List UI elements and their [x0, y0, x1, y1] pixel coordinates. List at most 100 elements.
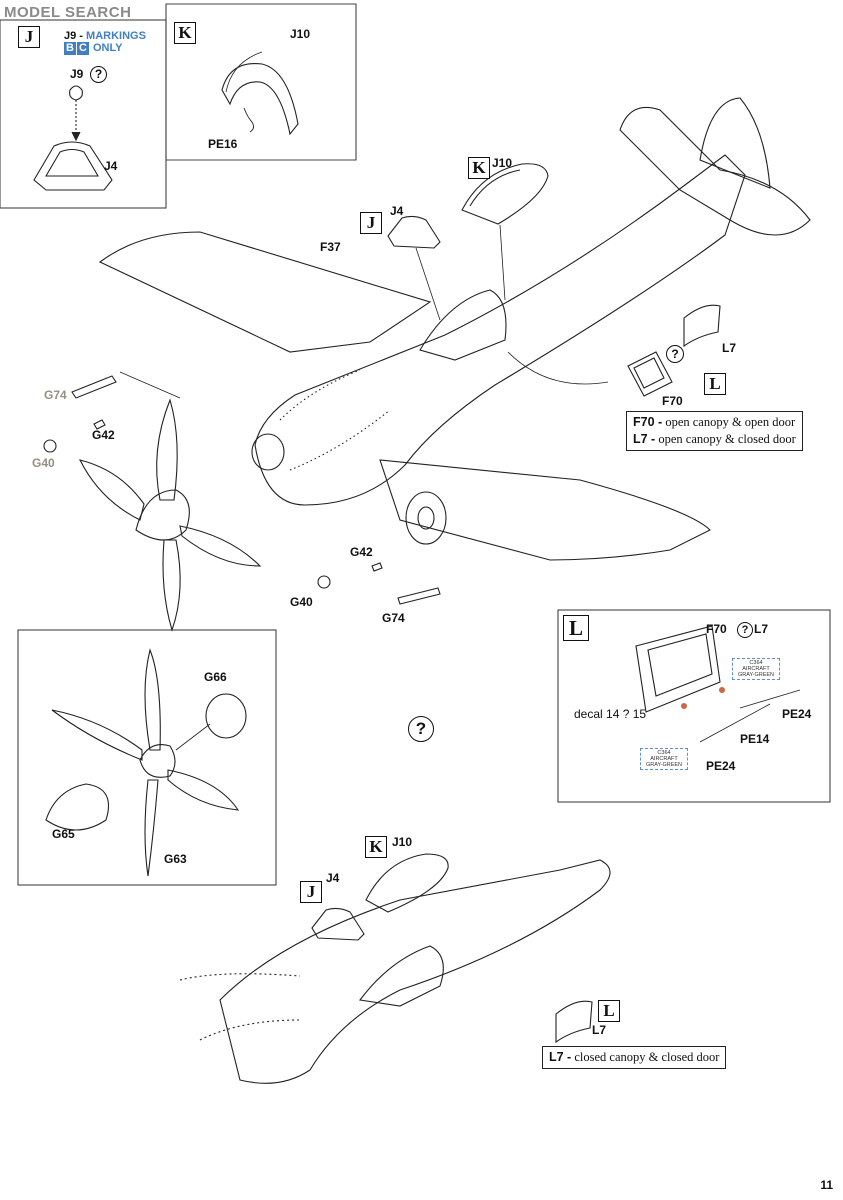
g66-backplate-shape	[205, 693, 247, 739]
note-2-text: open canopy & closed door	[655, 432, 796, 446]
leader-line	[499, 224, 506, 301]
markings-option-b: B	[64, 42, 76, 55]
label-f37: F37	[320, 240, 341, 254]
g42-part-shape	[93, 419, 106, 430]
j4-part-shape	[33, 141, 113, 191]
label-j4-panel: J4	[104, 159, 118, 173]
g74-part-shape-lower	[397, 587, 441, 605]
g40-part-shape-lower	[317, 575, 331, 589]
markings-ref: J9 -	[64, 30, 83, 42]
panel-propeller-frame	[17, 629, 277, 886]
step-k-lower: K	[365, 836, 387, 858]
note-open-door: F70 - open canopy & open door L7 - open …	[626, 411, 803, 451]
propeller-blade-2	[51, 709, 143, 761]
label-g74-lower: G74	[382, 611, 405, 625]
aircraft-propeller-blade-top	[156, 398, 178, 501]
leader-line	[175, 723, 211, 751]
unknown-symbol-l7: ?	[666, 345, 684, 363]
j9-part-shape	[69, 85, 83, 101]
note-1-text: open canopy & open door	[662, 415, 796, 429]
leader-line	[415, 247, 441, 321]
page-number: 11	[820, 1178, 833, 1192]
label-g40-lower: G40	[290, 595, 313, 609]
leader-line	[699, 703, 771, 743]
step-l-detail: L	[563, 615, 589, 641]
label-j10-main: J10	[492, 156, 513, 170]
decal-location-dot	[719, 687, 725, 693]
j10-canopy-shape	[461, 163, 549, 225]
watermark: MODEL SEARCH	[4, 4, 132, 21]
label-j10-lower: J10	[392, 835, 413, 849]
lower-l7-part-shape	[555, 1000, 593, 1044]
label-j4-lower: J4	[326, 871, 340, 885]
markings-label: MARKINGS	[86, 30, 146, 42]
aircraft-right-wing	[379, 459, 711, 561]
step-j-lower: J	[300, 881, 322, 903]
label-pe24-right: PE24	[782, 707, 812, 721]
label-f70-main: F70	[662, 394, 683, 408]
lower-j10-canopy-shape	[365, 853, 449, 913]
lower-cockpit	[359, 945, 444, 1007]
unknown-symbol-center: ?	[408, 716, 434, 742]
panel-l-frame	[557, 609, 831, 803]
label-f70-detail: F70	[706, 622, 727, 636]
label-pe24-bottom: PE24	[706, 759, 736, 773]
note-3-text: closed canopy & closed door	[571, 1050, 720, 1064]
label-j10-panel: J10	[290, 27, 311, 41]
note-closed-door: L7 - closed canopy & closed door	[542, 1046, 727, 1069]
label-l7-main: L7	[722, 341, 737, 355]
label-pe16: PE16	[208, 137, 238, 151]
j4-windscreen-shape	[387, 215, 441, 249]
lower-fuselage-outline	[219, 859, 611, 1084]
aircraft-propeller-blade-bottom	[162, 539, 181, 632]
g42-part-shape-lower	[371, 562, 383, 572]
propeller-blade-4	[144, 779, 159, 877]
label-j4-main: J4	[390, 204, 404, 218]
panel-k-frame	[165, 3, 357, 161]
note-1-code: F70 -	[633, 415, 663, 429]
note-3-code: L7 -	[549, 1050, 572, 1064]
lower-wing-edge	[179, 973, 301, 1041]
label-g42-lower: G42	[350, 545, 373, 559]
leader-line	[739, 689, 801, 709]
step-j-top: J	[18, 26, 40, 48]
arrow-head	[71, 131, 81, 142]
aircraft-propeller-blade-right	[179, 525, 262, 567]
color-name-1: AIRCRAFT	[742, 666, 770, 672]
color-callout-lower: C364 AIRCRAFT GRAY-GREEN	[640, 748, 688, 770]
aircraft-left-wing	[98, 231, 432, 353]
pe16-part-shape	[243, 107, 255, 133]
l-door-shape	[635, 625, 721, 713]
label-g65: G65	[52, 827, 75, 841]
aircraft-spinner-face	[251, 433, 285, 471]
aircraft-main-wheel	[405, 491, 447, 545]
aircraft-propeller-blade-left	[78, 459, 145, 521]
label-l7-lower: L7	[592, 1023, 607, 1037]
leader-line	[119, 371, 181, 399]
note-2-code: L7 -	[633, 432, 656, 446]
label-pe14: PE14	[740, 732, 770, 746]
propeller-blade-3	[167, 769, 240, 811]
g65-spinner-shape	[45, 783, 110, 831]
markings-option-c: C	[76, 42, 89, 55]
color-name-2: GRAY-GREEN	[737, 672, 775, 678]
label-g63: G63	[164, 852, 187, 866]
color-code: C364	[749, 660, 763, 666]
l7-part-shape	[683, 304, 721, 348]
g40-part-shape	[43, 439, 57, 453]
label-g66: G66	[204, 670, 227, 684]
unknown-symbol-j9: ?	[90, 66, 107, 83]
propeller-hub	[139, 744, 176, 778]
aircraft-fin	[699, 97, 771, 189]
unknown-symbol-f70: ?	[737, 622, 753, 638]
aircraft-tailplane	[619, 106, 811, 236]
step-k-top: K	[174, 22, 196, 44]
aircraft-fuselage	[254, 154, 746, 506]
color-code: C364	[657, 750, 671, 756]
markings-only: ONLY	[92, 42, 123, 54]
propeller-blade-1	[144, 648, 161, 751]
aircraft-cockpit	[419, 289, 507, 361]
f70-part-shape	[627, 351, 673, 397]
